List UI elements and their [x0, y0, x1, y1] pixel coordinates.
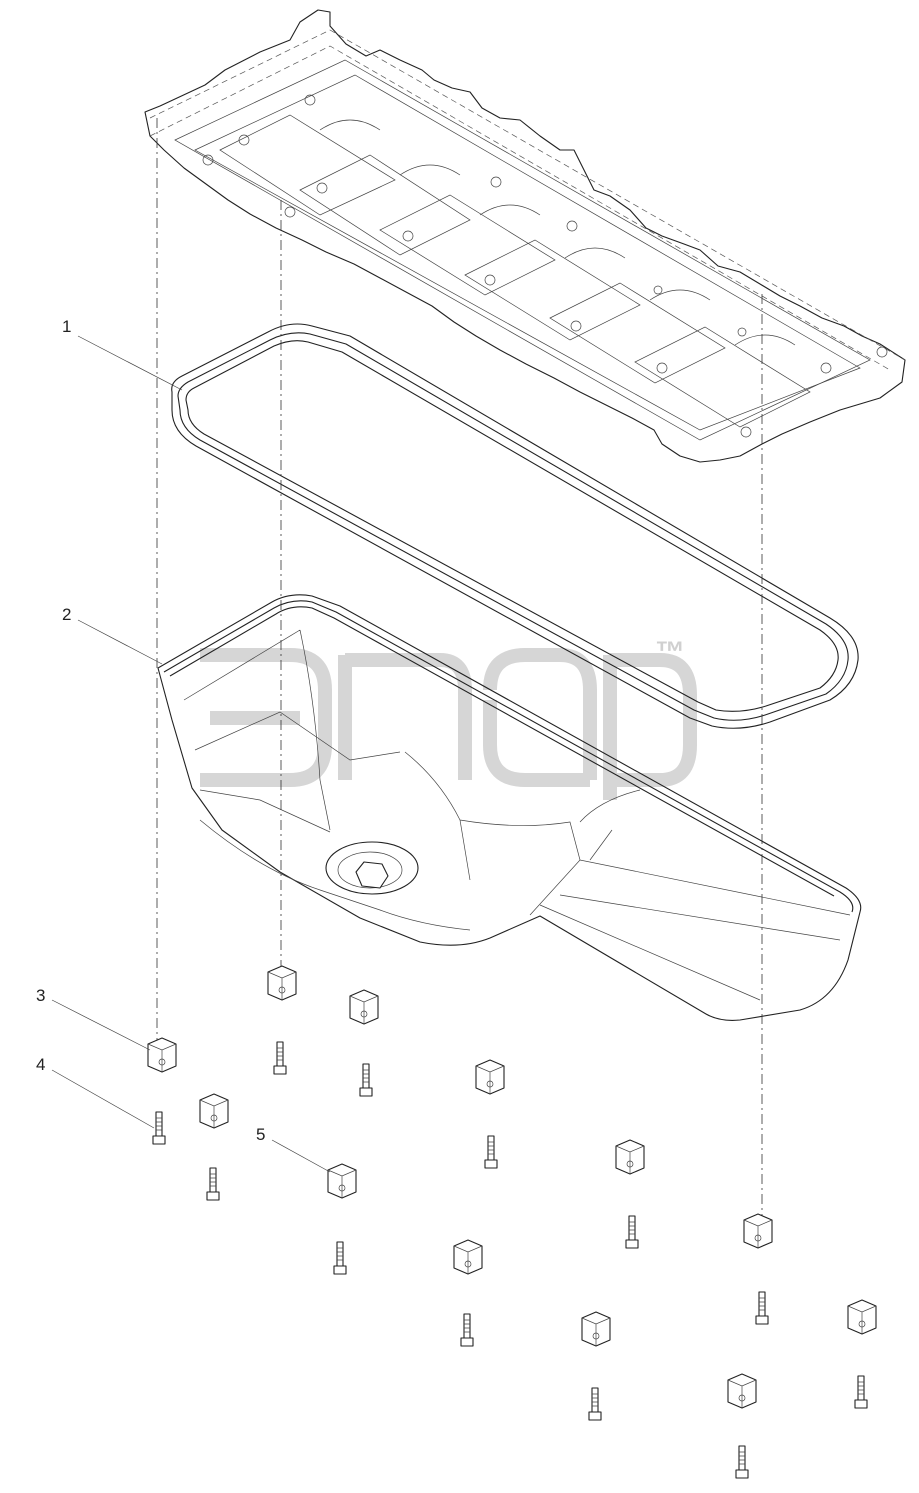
bolt-part: [735, 1445, 749, 1479]
engine-block: [144, 9, 906, 463]
callout-5-leader: [271, 1139, 331, 1173]
bolt-part: [206, 1167, 220, 1201]
clip-part: [453, 1239, 483, 1275]
callout-4-leader: [51, 1069, 155, 1129]
clip-part: [327, 1163, 357, 1199]
callout-3-leader: [51, 999, 151, 1051]
callout-2: 2: [62, 605, 71, 624]
clip-part: [743, 1213, 773, 1249]
bolts: [152, 1041, 868, 1479]
assembly-center-lines: [156, 118, 763, 1220]
callout-3: 3: [36, 986, 45, 1005]
bolt-part: [484, 1135, 498, 1169]
clip-part: [847, 1299, 877, 1335]
bolt-part: [152, 1111, 166, 1145]
bolt-part: [588, 1387, 602, 1421]
clip-part: [199, 1093, 229, 1129]
callout-5: 5: [256, 1125, 265, 1144]
callout-1-leader: [77, 335, 183, 391]
bolt-part: [625, 1215, 639, 1249]
bolt-part: [755, 1291, 769, 1325]
oil-pan-gasket: [171, 323, 859, 729]
drain-plug: [325, 841, 419, 895]
clip-part: [267, 965, 297, 1001]
bolt-part: [460, 1313, 474, 1347]
clip-part: [475, 1059, 505, 1095]
clip-part: [581, 1311, 611, 1347]
watermark-trademark: ™: [655, 636, 685, 669]
bolt-part: [359, 1063, 373, 1097]
watermark-logo: ™: [200, 636, 697, 800]
oil-pan: [157, 594, 862, 1021]
callout-4: 4: [36, 1055, 45, 1074]
bolt-part: [854, 1375, 868, 1409]
callouts: 1 2 3 4 5: [36, 317, 331, 1173]
callout-1: 1: [62, 317, 71, 336]
block-bolt-holes: [202, 94, 888, 438]
clip-part: [615, 1139, 645, 1175]
clip-part: [349, 989, 379, 1025]
clip-part: [727, 1373, 757, 1409]
bolt-part: [333, 1241, 347, 1275]
clip-part: [147, 1037, 177, 1073]
callout-2-leader: [77, 619, 163, 665]
mounting-clips: [147, 965, 877, 1409]
bolt-part: [273, 1041, 287, 1075]
